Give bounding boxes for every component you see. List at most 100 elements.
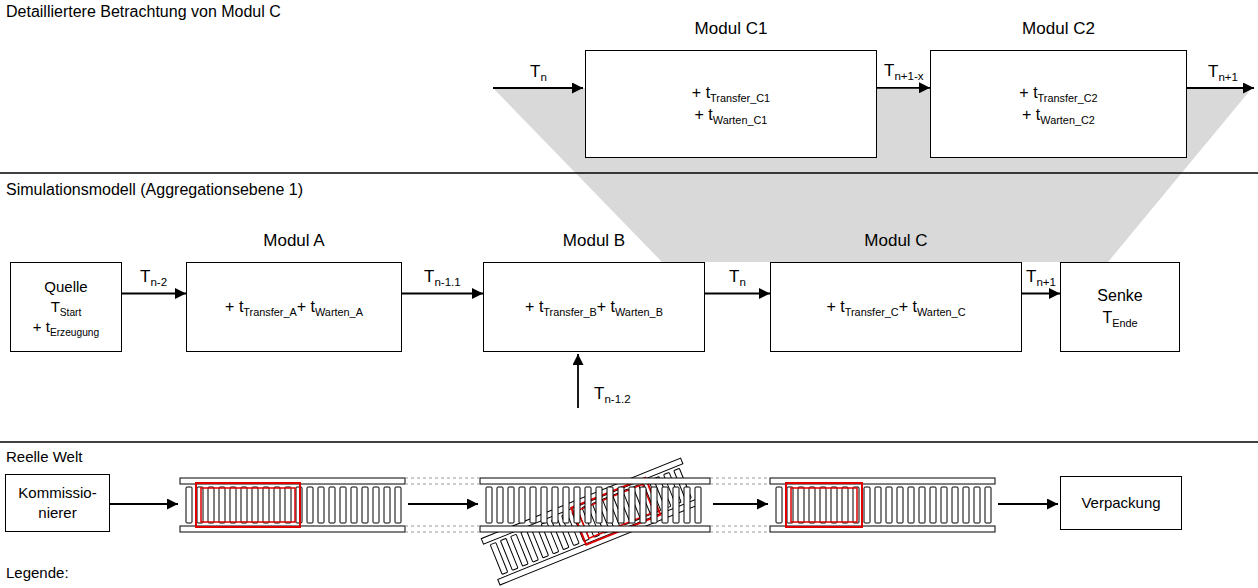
package (201, 488, 295, 522)
infeed-conveyor (481, 458, 699, 585)
section-separator (0, 441, 1258, 443)
node-text: TEnde (1102, 307, 1137, 329)
conveyor-roller (684, 487, 690, 523)
flow-arrow (493, 87, 583, 89)
conveyor-roller (508, 487, 514, 523)
node-text: + tWarten_C1 (695, 104, 768, 126)
conveyor-roller (662, 487, 668, 523)
conveyor-roller (186, 487, 192, 523)
conveyor-roller (787, 487, 793, 523)
legend-title: Legende: (4, 564, 71, 582)
flow-connector (1022, 293, 1060, 295)
conveyor-roller (842, 487, 848, 523)
conveyor-roller (820, 487, 826, 523)
section-title: Reelle Welt (4, 448, 84, 466)
conveyor-roller (776, 487, 782, 523)
module-title: Modul B (563, 230, 625, 253)
flow-label: Tn-1.2 (592, 384, 633, 404)
conveyor-roller (952, 487, 958, 523)
rail-gap (405, 478, 480, 479)
conveyor-roller (585, 487, 591, 523)
conveyor-roller (673, 487, 679, 523)
rail-gap (710, 532, 770, 533)
edge-label: Tn (727, 267, 748, 287)
conveyor-roller (197, 487, 203, 523)
conveyor-illustration (110, 458, 1058, 585)
node-text: + tTransfer_B+ tWarten_B (525, 296, 663, 318)
package (786, 483, 862, 527)
flow-arrow (1187, 87, 1254, 89)
flow-connector (705, 293, 770, 295)
node-text: + tTransfer_A+ tWarten_A (225, 296, 363, 318)
node-text: Kommissio- nierer (14, 483, 101, 524)
flow-arrow (577, 354, 579, 408)
conveyor-roller (963, 487, 969, 523)
edge-label: Tn+1-x (882, 61, 926, 81)
conveyor-roller (574, 487, 580, 523)
node-text: + tTransfer_C2 (1019, 82, 1097, 104)
conveyor-roller (530, 487, 536, 523)
conveyor-roller (629, 487, 635, 523)
flow-connector (877, 87, 930, 89)
node-text: Quelle (44, 277, 87, 297)
rail-gap (710, 484, 770, 485)
conveyor-roller (230, 487, 236, 523)
module-title: Modul A (263, 230, 324, 253)
conveyor-roller (596, 487, 602, 523)
conveyor-roller (831, 487, 837, 523)
conveyor (481, 458, 699, 585)
conveyor-roller (695, 487, 701, 523)
rail-gap (405, 484, 480, 485)
node-text: TStart (51, 297, 82, 317)
rail-gap (710, 526, 770, 527)
module-title: Modul C (864, 230, 927, 253)
conveyor-roller (651, 487, 657, 523)
conveyor-roller (241, 487, 247, 523)
conveyor (180, 478, 405, 532)
conveyor-roller (886, 487, 892, 523)
flow-label: Tn (528, 62, 549, 82)
conveyor-roller (219, 487, 225, 523)
flow-arrow (110, 503, 178, 505)
edge-label: Tn+1 (1024, 267, 1058, 287)
conveyor-roller (519, 487, 525, 523)
node-text: + tTransfer_C+ tWarten_C (826, 296, 965, 318)
conveyor-roller (252, 487, 258, 523)
module-title: Modul C2 (1022, 18, 1095, 41)
conveyor (480, 478, 710, 532)
module-title: Modul C1 (695, 18, 768, 41)
conveyor-roller (640, 487, 646, 523)
conveyor-roller (875, 487, 881, 523)
package (196, 483, 300, 527)
section-title: Detailliertere Betrachtung von Modul C (4, 2, 283, 21)
conveyor-roller (362, 487, 368, 523)
module-box: Modul C2+ tTransfer_C2+ tWarten_C2 (930, 50, 1187, 158)
conveyor-roller (908, 487, 914, 523)
module-box: Modul C+ tTransfer_C+ tWarten_C (770, 262, 1022, 352)
conveyor-roller (798, 487, 804, 523)
conveyor-roller (307, 487, 313, 523)
flow-arrow (998, 503, 1058, 505)
source-box: QuelleTStart+ tErzeugung (10, 262, 122, 352)
conveyor-roller (208, 487, 214, 523)
package (791, 488, 857, 522)
conveyor-roller (864, 487, 870, 523)
edge-label: Tn-1.1 (422, 267, 463, 287)
conveyor-roller (285, 487, 291, 523)
conveyor-roller (274, 487, 280, 523)
flow-arrow (408, 503, 478, 505)
conveyor-roller (486, 487, 492, 523)
section-separator (0, 172, 1258, 174)
conveyor (770, 478, 995, 532)
rail-gap (405, 526, 480, 527)
conveyor-roller (809, 487, 815, 523)
conveyor-roller (541, 487, 547, 523)
conveyor-roller (552, 487, 558, 523)
node-text: Verpackung (1081, 493, 1160, 513)
conveyor-rail (480, 526, 710, 532)
conveyor-roller (351, 487, 357, 523)
conveyor-roller (941, 487, 947, 523)
conveyor-roller (318, 487, 324, 523)
sink-box: SenkeTEnde (1060, 262, 1180, 352)
